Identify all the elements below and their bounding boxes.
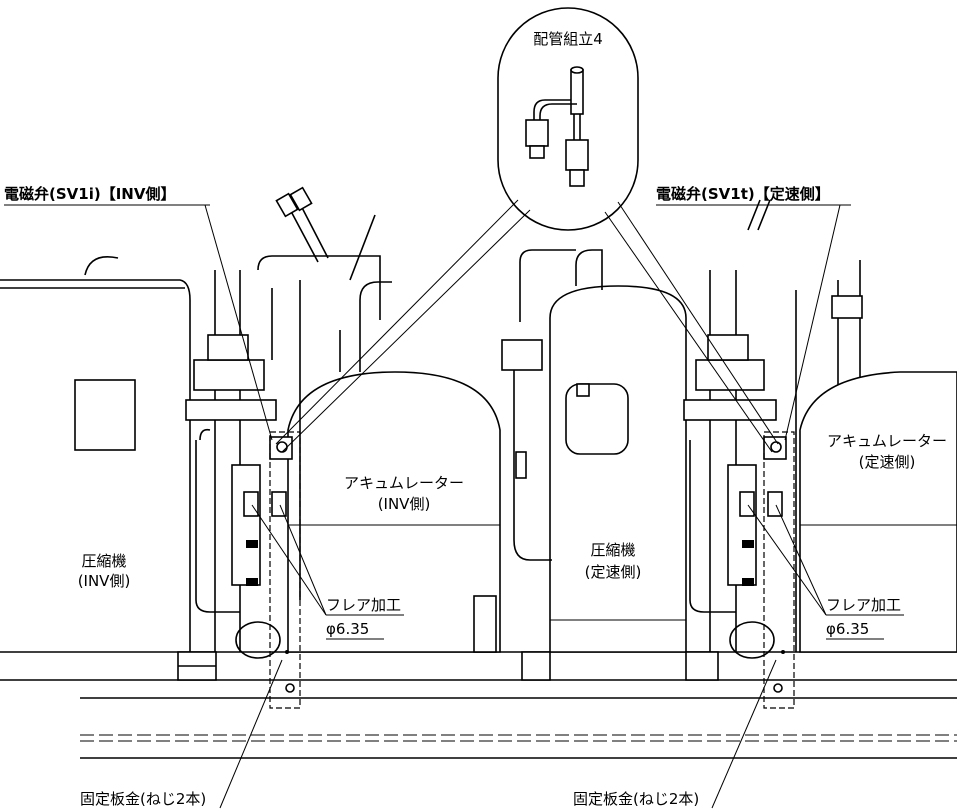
fixing-plate-inv-part bbox=[269, 431, 301, 709]
label-compressor-const: 圧縮機 bbox=[590, 541, 635, 559]
accumulator-inv bbox=[287, 281, 501, 653]
accumulator-const bbox=[799, 371, 957, 653]
label-accumulator-const-side: (定速側) bbox=[859, 453, 916, 471]
compressor-inv bbox=[0, 256, 191, 652]
label-compressor-inv-side: (INV側) bbox=[78, 572, 131, 590]
label-flare-const-size: φ6.35 bbox=[826, 620, 869, 638]
label-compressor-inv: 圧縮機 bbox=[81, 552, 126, 570]
pipes-left bbox=[177, 186, 381, 681]
label-accumulator-inv: アキュムレーター bbox=[344, 474, 464, 492]
pipes-right bbox=[683, 199, 863, 681]
label-accumulator-const: アキュムレーター bbox=[827, 432, 947, 450]
labels: 電磁弁(SV1i)【INV側】 電磁弁(SV1t)【定速側】 アキュムレーター … bbox=[4, 185, 947, 809]
base-frame bbox=[0, 651, 957, 759]
label-flare-inv-size: φ6.35 bbox=[326, 620, 369, 638]
compressor-const bbox=[501, 249, 687, 681]
label-pipe-assembly: 配管組立4 bbox=[533, 30, 603, 48]
label-compressor-const-side: (定速側) bbox=[585, 563, 642, 581]
label-fixing-plate-inv: 固定板金(ねじ2本) bbox=[80, 790, 206, 808]
label-solenoid-inv: 電磁弁(SV1i)【INV側】 bbox=[4, 185, 175, 203]
label-flare-const: フレア加工 bbox=[826, 596, 901, 614]
pipe-assembly-callout: 配管組立4 bbox=[275, 7, 779, 453]
label-flare-inv: フレア加工 bbox=[326, 596, 401, 614]
label-accumulator-inv-side: (INV側) bbox=[378, 495, 431, 513]
label-fixing-plate-const: 固定板金(ねじ2本) bbox=[573, 790, 699, 808]
label-solenoid-const: 電磁弁(SV1t)【定速側】 bbox=[656, 185, 830, 203]
fixing-plate-const-part bbox=[763, 431, 795, 709]
